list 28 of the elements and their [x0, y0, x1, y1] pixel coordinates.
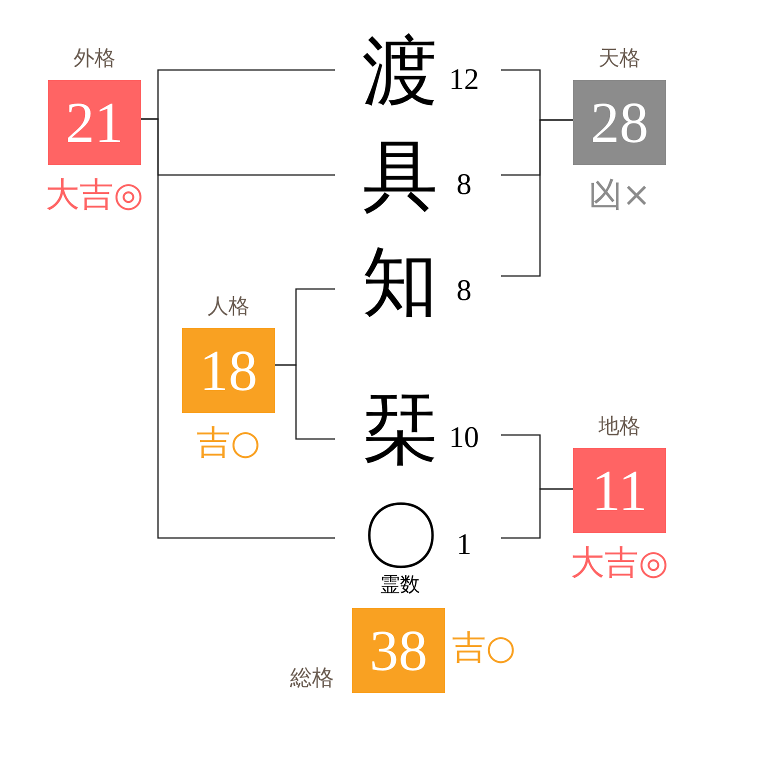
category-label: 天格 [598, 45, 642, 71]
score-number: 21 [64, 89, 124, 157]
connector-line [275, 364, 335, 440]
name-character: 具 [361, 135, 439, 219]
name-character: 知 [361, 241, 439, 325]
score-number: 11 [590, 457, 648, 525]
fortune-result: 大吉◎ [570, 543, 670, 583]
connector-line [141, 118, 335, 539]
connector-line [501, 488, 573, 539]
connector-line [501, 119, 573, 277]
name-character: 栞 [361, 388, 439, 472]
score-number: 18 [198, 337, 258, 405]
fortune-result: 凶× [587, 175, 652, 215]
stroke-count: 12 [448, 64, 480, 96]
stroke-count: 10 [448, 422, 480, 454]
stroke-count: 8 [456, 169, 472, 201]
category-label: 総格 [289, 666, 334, 692]
stroke-count: 8 [456, 275, 472, 307]
fortune-result: 大吉◎ [44, 175, 144, 215]
category-label: 地格 [598, 413, 642, 439]
category-label: 人格 [206, 293, 250, 319]
stroke-count: 1 [456, 529, 472, 561]
fortune-result: 吉○ [452, 628, 516, 668]
name-character: 渡 [361, 30, 439, 114]
score-number: 38 [368, 617, 428, 685]
category-label: 外格 [72, 45, 116, 71]
score-number: 28 [590, 89, 650, 157]
fortune-result: 吉○ [196, 423, 262, 463]
